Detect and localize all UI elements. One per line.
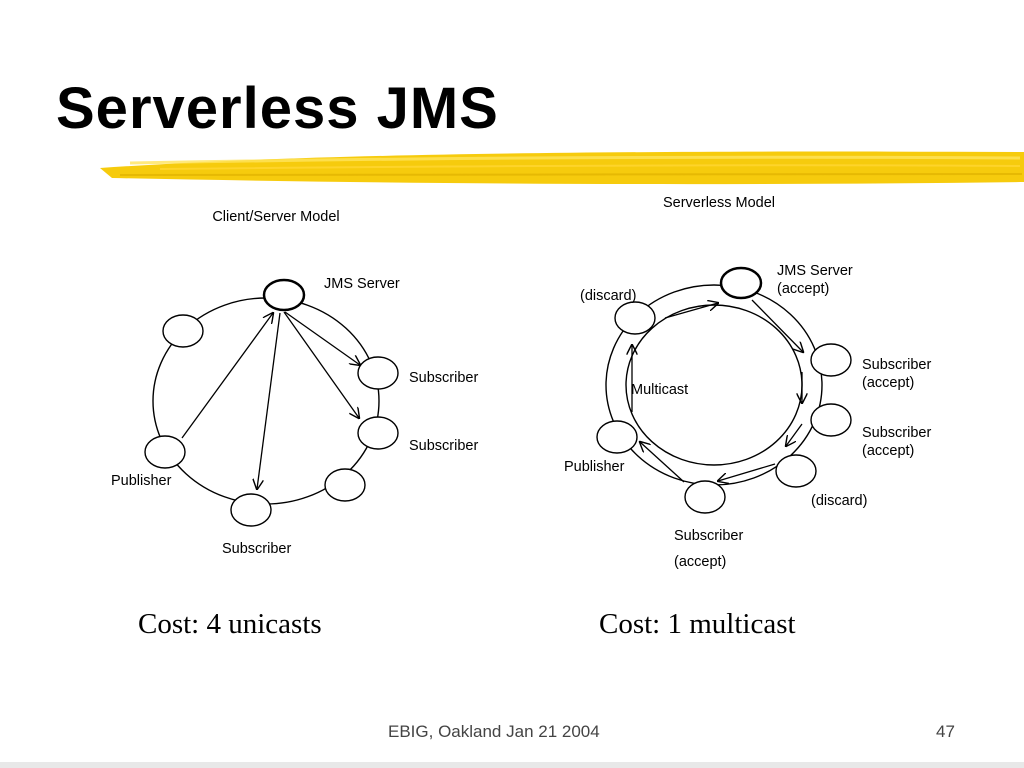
serverless-diagram: Serverless Model JMS Server (accept) (di… (564, 195, 931, 570)
client-server-diagram: Client/Server Model JMS Server Subscribe… (111, 209, 478, 557)
unicast-arrow (181, 313, 273, 439)
jms-server-node (719, 266, 763, 300)
subscriber-node (810, 343, 852, 377)
subscriber-label: Subscriber (862, 357, 931, 373)
client-node (162, 314, 204, 348)
title-underline-brush (100, 151, 1024, 185)
multicast-label: Multicast (631, 382, 688, 398)
unicast-arrow (283, 311, 359, 418)
serverless-title: Serverless Model (663, 195, 775, 211)
unicast-arrow (284, 311, 360, 365)
subscriber-label: Subscriber (222, 541, 291, 557)
subscriber-label: Subscriber (409, 438, 478, 454)
publisher-label: Publisher (111, 473, 172, 489)
multicast-arrow (640, 442, 685, 483)
subscriber-label: Subscriber (409, 370, 478, 386)
subscriber-node (357, 416, 399, 450)
page-number: 47 (936, 722, 955, 741)
subscriber-label: Subscriber (862, 425, 931, 441)
cost-unicast: Cost: 4 unicasts (138, 608, 322, 640)
bottom-divider (0, 762, 1024, 768)
jms-server-label: JMS Server (324, 276, 400, 292)
discard-label: (discard) (580, 288, 636, 304)
publisher-node (596, 420, 638, 454)
unicast-arrow (257, 312, 281, 489)
subscriber-status: (accept) (674, 554, 726, 570)
subscriber-node (357, 356, 399, 390)
subscriber-node (230, 493, 272, 527)
discard-node (614, 301, 656, 335)
jms-server-node (262, 278, 306, 312)
cost-multicast: Cost: 1 multicast (599, 608, 796, 640)
client-server-title: Client/Server Model (212, 209, 339, 225)
multicast-arrow (718, 463, 776, 481)
subscriber-label: Subscriber (674, 528, 743, 544)
client-node (324, 468, 366, 502)
subscriber-status: (accept) (862, 443, 914, 459)
publisher-node (144, 435, 186, 469)
multicast-arrow (751, 299, 803, 352)
subscriber-node (810, 403, 852, 437)
multicast-arrow (664, 303, 718, 319)
slide-title: Serverless JMS (56, 76, 499, 141)
multicast-arrow (786, 423, 803, 446)
discard-label: (discard) (811, 493, 867, 509)
discard-node (775, 454, 817, 488)
publisher-label: Publisher (564, 459, 625, 475)
jms-server-label: JMS Server (777, 263, 853, 279)
footer-text: EBIG, Oakland Jan 21 2004 (388, 722, 600, 741)
subscriber-status: (accept) (862, 375, 914, 391)
jms-server-status: (accept) (777, 281, 829, 297)
subscriber-node (684, 480, 726, 514)
